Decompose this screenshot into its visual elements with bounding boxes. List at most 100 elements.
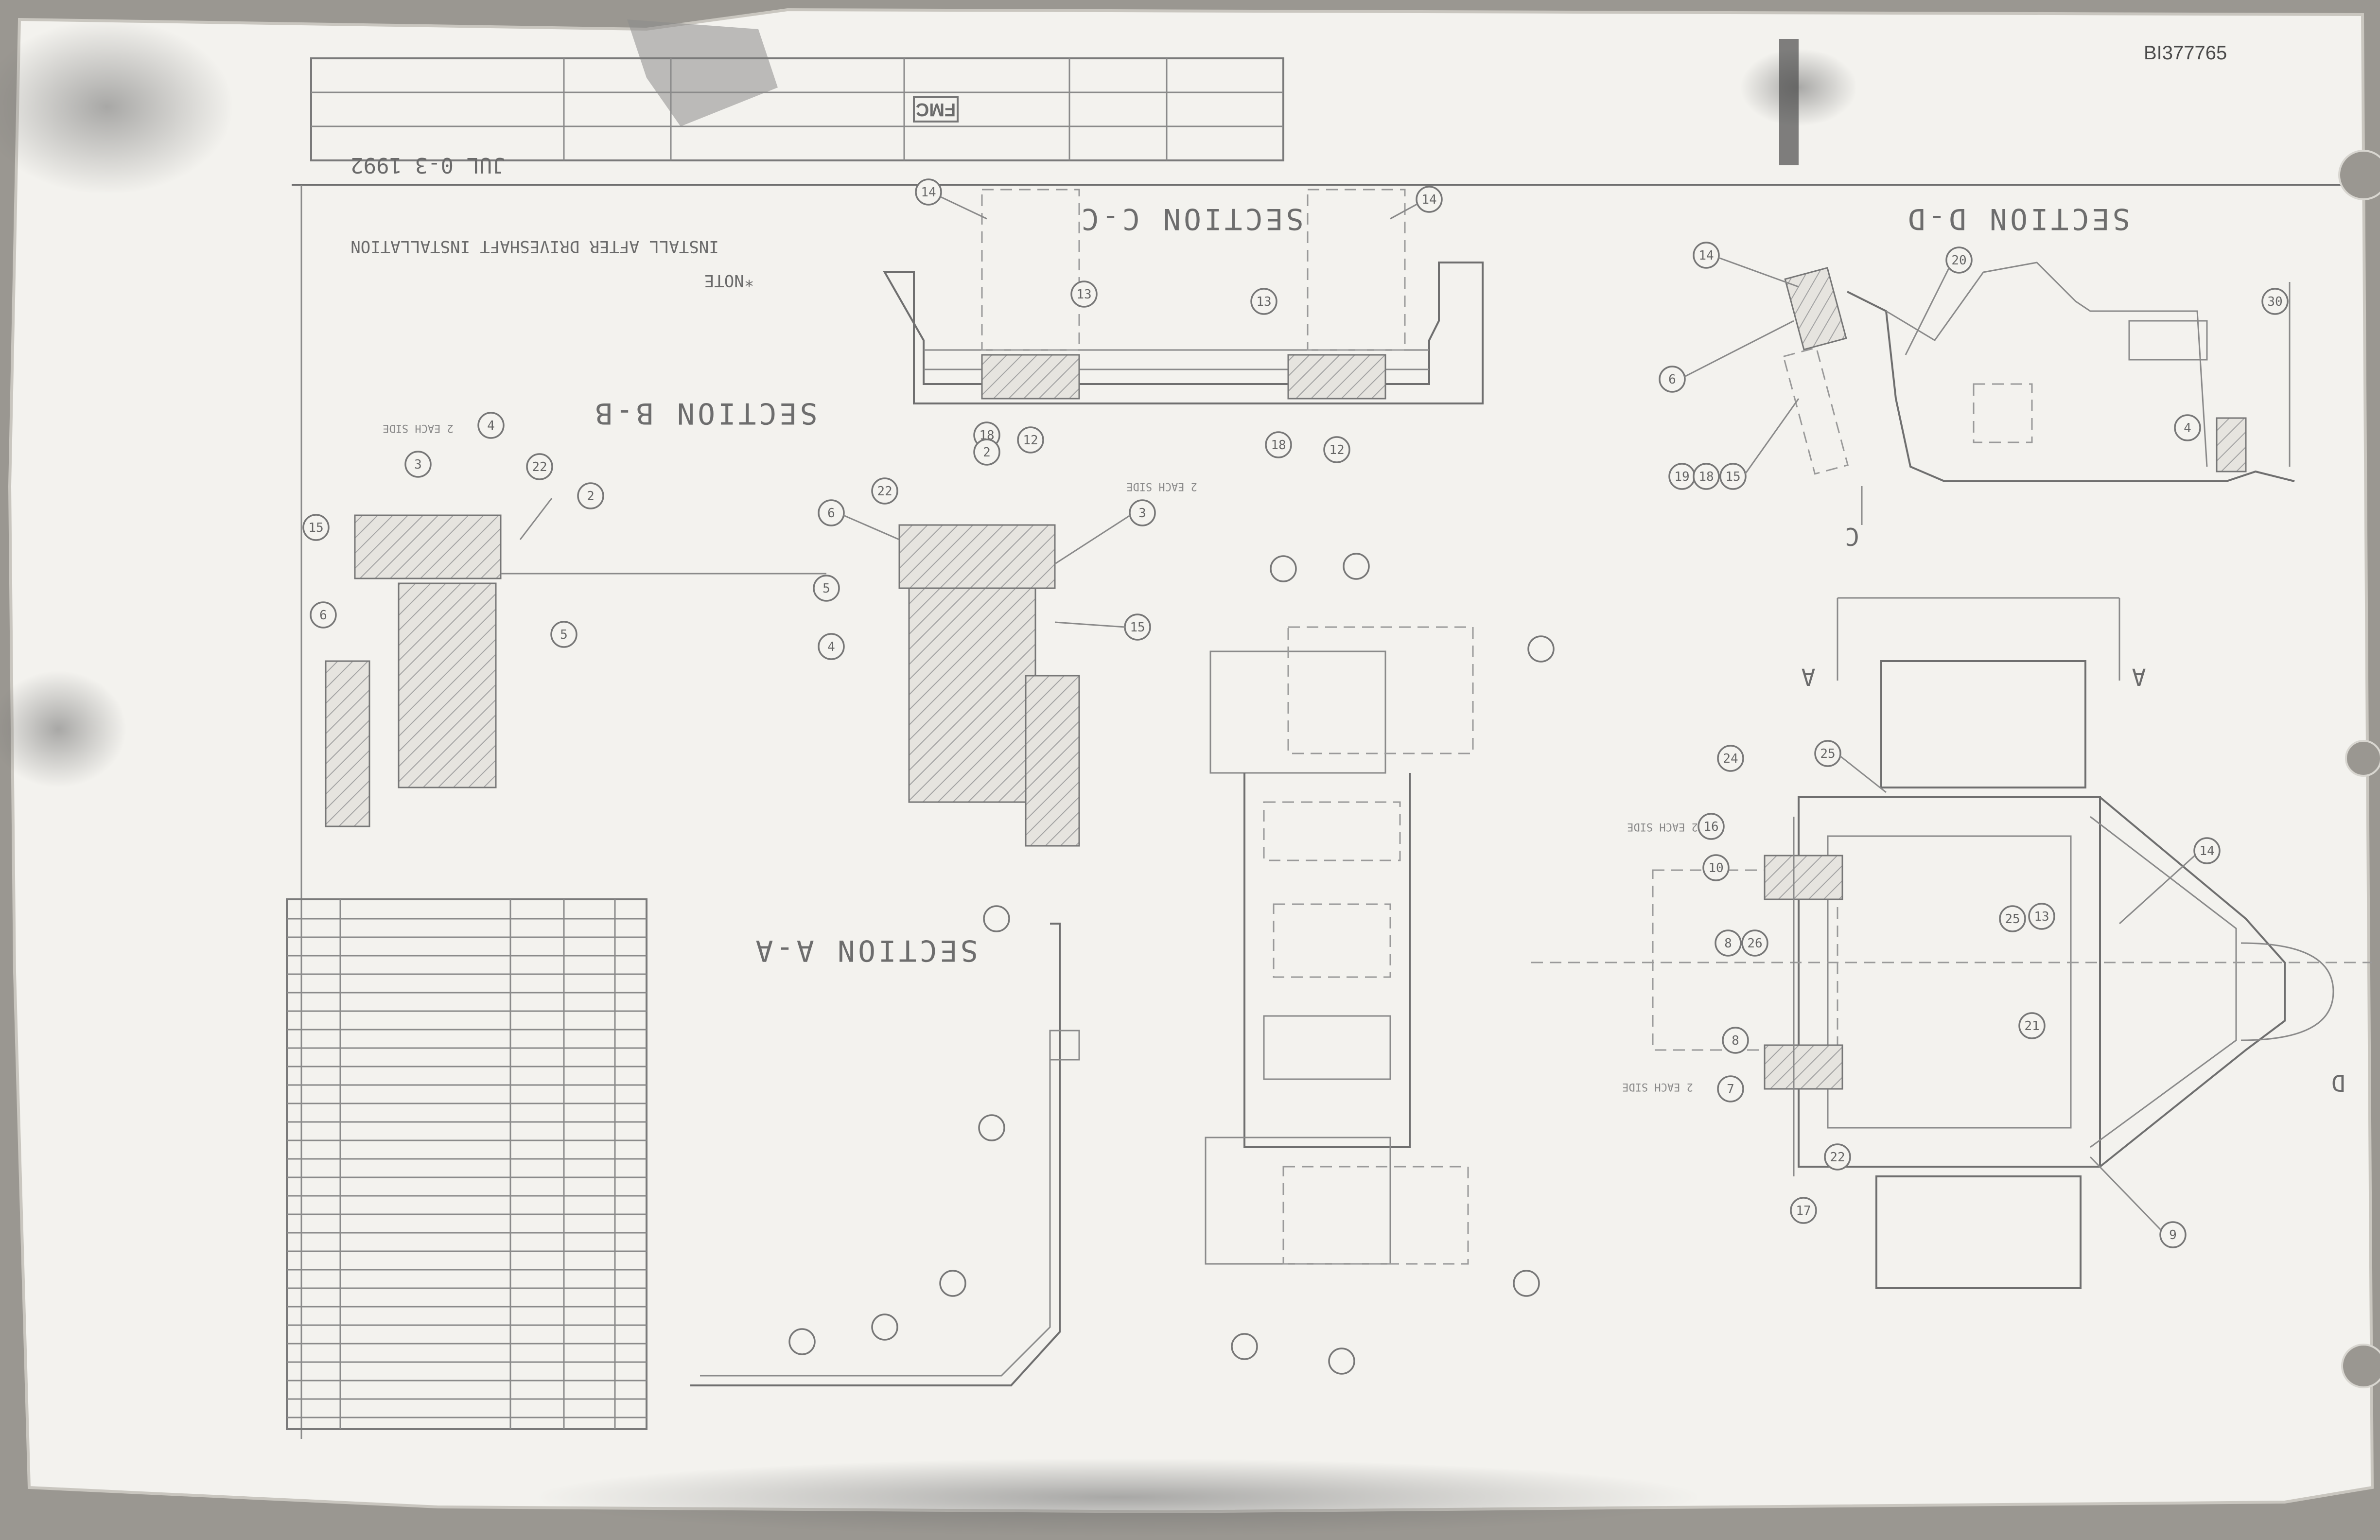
view-marker-d: D <box>2331 1069 2345 1096</box>
item-balloon <box>550 621 578 648</box>
item-number: 14 <box>921 185 936 200</box>
item-balloon <box>1270 555 1297 582</box>
stain <box>0 19 233 194</box>
item-number: 19 <box>1674 470 1689 484</box>
item-number: 4 <box>827 640 835 654</box>
item-number: 13 <box>1256 295 1271 309</box>
section-aa-label: SECTION A-A <box>752 933 978 967</box>
item-balloon <box>788 1328 816 1355</box>
item-balloon <box>2018 1012 2046 1039</box>
item-balloon <box>915 178 942 206</box>
item-balloon <box>1722 1027 1749 1054</box>
item-balloon <box>1999 905 2026 932</box>
ink-smudge <box>1779 39 1799 165</box>
item-balloon <box>1017 426 1044 454</box>
item-balloon <box>871 1313 898 1341</box>
item-balloon <box>1717 745 1744 772</box>
binder-hole <box>2338 150 2380 200</box>
item-balloon <box>1719 463 1747 490</box>
item-balloon <box>1513 1270 1540 1297</box>
drawing-note: *NOTE INSTALL AFTER DRIVESHAFT INSTALLAT… <box>350 237 754 290</box>
item-number: 8 <box>1724 936 1732 951</box>
item-number: 6 <box>827 506 835 521</box>
item-number: 30 <box>2267 295 2282 309</box>
item-balloon <box>404 451 432 478</box>
view-marker-a-right: A <box>2132 663 2146 690</box>
item-number: 15 <box>1130 620 1145 635</box>
item-balloon <box>1070 280 1098 308</box>
item-number: 22 <box>877 484 892 499</box>
item-balloon <box>1527 635 1555 663</box>
item-number: 7 <box>1727 1082 1734 1097</box>
item-number: 25 <box>2005 912 2020 927</box>
item-balloon <box>871 477 898 505</box>
section-dd-balloons: 14 20 30 6 19 18 15 4 <box>1659 242 2289 490</box>
item-balloon <box>477 412 505 439</box>
plan-view <box>1531 597 2372 1289</box>
section-cc-view: SECTION C-C <box>883 189 1484 404</box>
item-balloon <box>1741 929 1768 957</box>
item-balloon <box>1659 366 1686 393</box>
plan-view-balloons: 24 25 16 10 8 26 25 13 14 8 7 21 22 17 9 <box>1698 740 2221 1248</box>
binder-hole <box>2341 1344 2380 1388</box>
item-balloon <box>1328 1348 1355 1375</box>
item-balloon <box>978 1114 1005 1141</box>
item-balloon <box>813 575 840 602</box>
item-number: 14 <box>1698 248 1714 263</box>
torn-corner <box>627 19 778 126</box>
paper-sheet <box>8 8 2374 1514</box>
item-number: 3 <box>1138 506 1146 521</box>
item-balloon <box>818 633 845 660</box>
item-number: 12 <box>1329 443 1344 457</box>
section-dd-view: SECTION D-D <box>1783 202 2295 525</box>
section-cc-label: SECTION C-C <box>1078 202 1303 236</box>
item-balloon <box>1416 186 1443 213</box>
item-number: 15 <box>1725 470 1740 484</box>
item-number: 17 <box>1796 1204 1811 1218</box>
stain <box>535 1458 1701 1536</box>
section-bb-view: SECTION B-B 2 EACH SIDE 2 EACH SIDE <box>325 396 1197 847</box>
item-number: 14 <box>2199 844 2214 858</box>
side-elevation-view <box>1205 553 1555 1375</box>
item-balloon <box>983 905 1010 932</box>
item-balloon <box>2159 1221 2187 1248</box>
item-number: 10 <box>1708 861 1723 875</box>
date-stamp: JUL 0-3 1992 <box>350 153 505 177</box>
item-number: 16 <box>1703 820 1718 834</box>
item-number: 15 <box>308 521 323 535</box>
item-balloon <box>577 482 604 509</box>
each-side-note: 2 EACH SIDE <box>1627 821 1698 833</box>
item-balloon <box>1250 288 1278 315</box>
item-number: 18 <box>1698 470 1714 484</box>
drawing-id: BI377765 <box>2144 42 2227 64</box>
item-balloon <box>2261 288 2289 315</box>
item-balloon <box>1698 813 1725 840</box>
item-number: 2 <box>983 445 991 460</box>
section-dd-label: SECTION D-D <box>1905 202 2130 236</box>
item-number: 22 <box>532 460 547 474</box>
each-side-note: 2 EACH SIDE <box>383 422 454 434</box>
item-number: 21 <box>2024 1019 2039 1033</box>
item-balloon <box>1693 242 1720 269</box>
note-text: INSTALL AFTER DRIVESHAFT INSTALLATION <box>350 237 718 256</box>
item-number: 13 <box>1076 287 1091 302</box>
item-number: 25 <box>1820 747 1835 761</box>
item-balloon <box>1945 246 1973 274</box>
item-number: 9 <box>2169 1228 2177 1242</box>
item-balloon <box>939 1270 966 1297</box>
stain <box>0 671 126 788</box>
item-number: 6 <box>1668 372 1676 387</box>
parts-list-rows <box>287 918 647 1418</box>
item-balloon <box>1231 1333 1258 1360</box>
item-balloon <box>1702 854 1730 881</box>
item-balloon <box>2193 837 2221 864</box>
item-number: 5 <box>822 581 830 596</box>
view-marker-c: C <box>1845 522 1859 550</box>
item-number: 4 <box>487 419 495 433</box>
item-balloon <box>1790 1197 1817 1224</box>
item-number: 8 <box>1732 1033 1739 1048</box>
section-aa-view: SECTION A-A <box>690 905 1080 1386</box>
item-number: 20 <box>1951 253 1966 268</box>
each-side-note: 2 EACH SIDE <box>1622 1081 1693 1093</box>
